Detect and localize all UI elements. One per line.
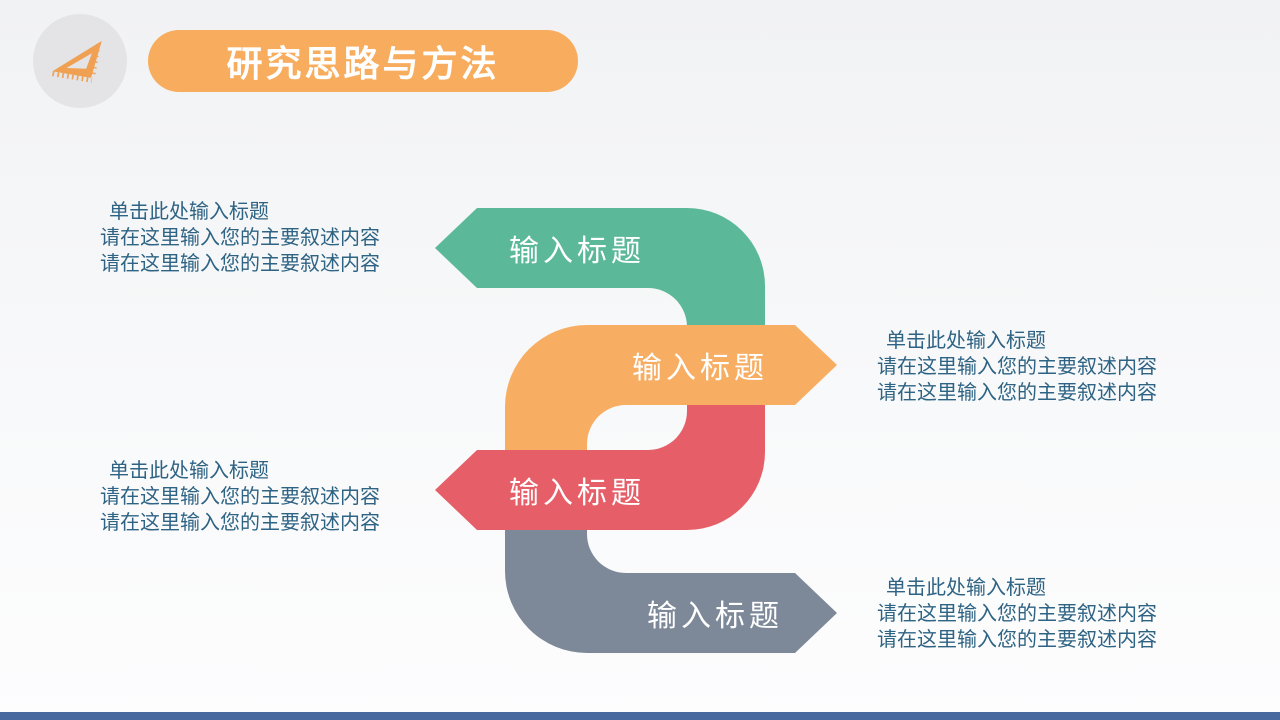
step3-note-heading: 单击此处输入标题 [109, 460, 269, 482]
step4-note-line2: 请在这里输入您的主要叙述内容 [877, 603, 1157, 625]
step4-label: 输入标题 [647, 600, 783, 633]
step2-note-line2: 请在这里输入您的主要叙述内容 [877, 356, 1157, 378]
step4-note-heading: 单击此处输入标题 [886, 577, 1046, 599]
set-square-icon [52, 40, 102, 83]
step2-note-heading: 单击此处输入标题 [886, 330, 1046, 352]
header-icon-circle [33, 14, 127, 108]
step3-note-line3: 请在这里输入您的主要叙述内容 [100, 512, 380, 534]
slide-title: 研究思路与方法 [226, 43, 500, 84]
slide-title-pill: 研究思路与方法 [148, 30, 578, 92]
step3-label: 输入标题 [509, 477, 645, 510]
step2-label: 输入标题 [632, 352, 768, 385]
step1-green-banner [435, 208, 765, 327]
step3-note: 单击此处输入标题 请在这里输入您的主要叙述内容 请在这里输入您的主要叙述内容 [100, 458, 380, 536]
step2-note: 单击此处输入标题 请在这里输入您的主要叙述内容 请在这里输入您的主要叙述内容 [877, 328, 1157, 406]
step2-note-line3: 请在这里输入您的主要叙述内容 [877, 382, 1157, 404]
step1-label: 输入标题 [509, 234, 645, 268]
step2-orange-banner [505, 325, 837, 450]
footer-accent-bar [0, 712, 1280, 720]
step1-note: 单击此处输入标题 请在这里输入您的主要叙述内容 请在这里输入您的主要叙述内容 [100, 199, 380, 277]
step4-gray-banner [505, 530, 837, 653]
step3-note-line2: 请在这里输入您的主要叙述内容 [100, 486, 380, 508]
step4-note: 单击此处输入标题 请在这里输入您的主要叙述内容 请在这里输入您的主要叙述内容 [877, 575, 1157, 653]
step1-note-line3: 请在这里输入您的主要叙述内容 [100, 253, 380, 275]
step3-red-banner [435, 405, 765, 530]
step1-note-heading: 单击此处输入标题 [109, 201, 269, 223]
step1-note-line2: 请在这里输入您的主要叙述内容 [100, 227, 380, 249]
step4-note-line3: 请在这里输入您的主要叙述内容 [877, 629, 1157, 651]
